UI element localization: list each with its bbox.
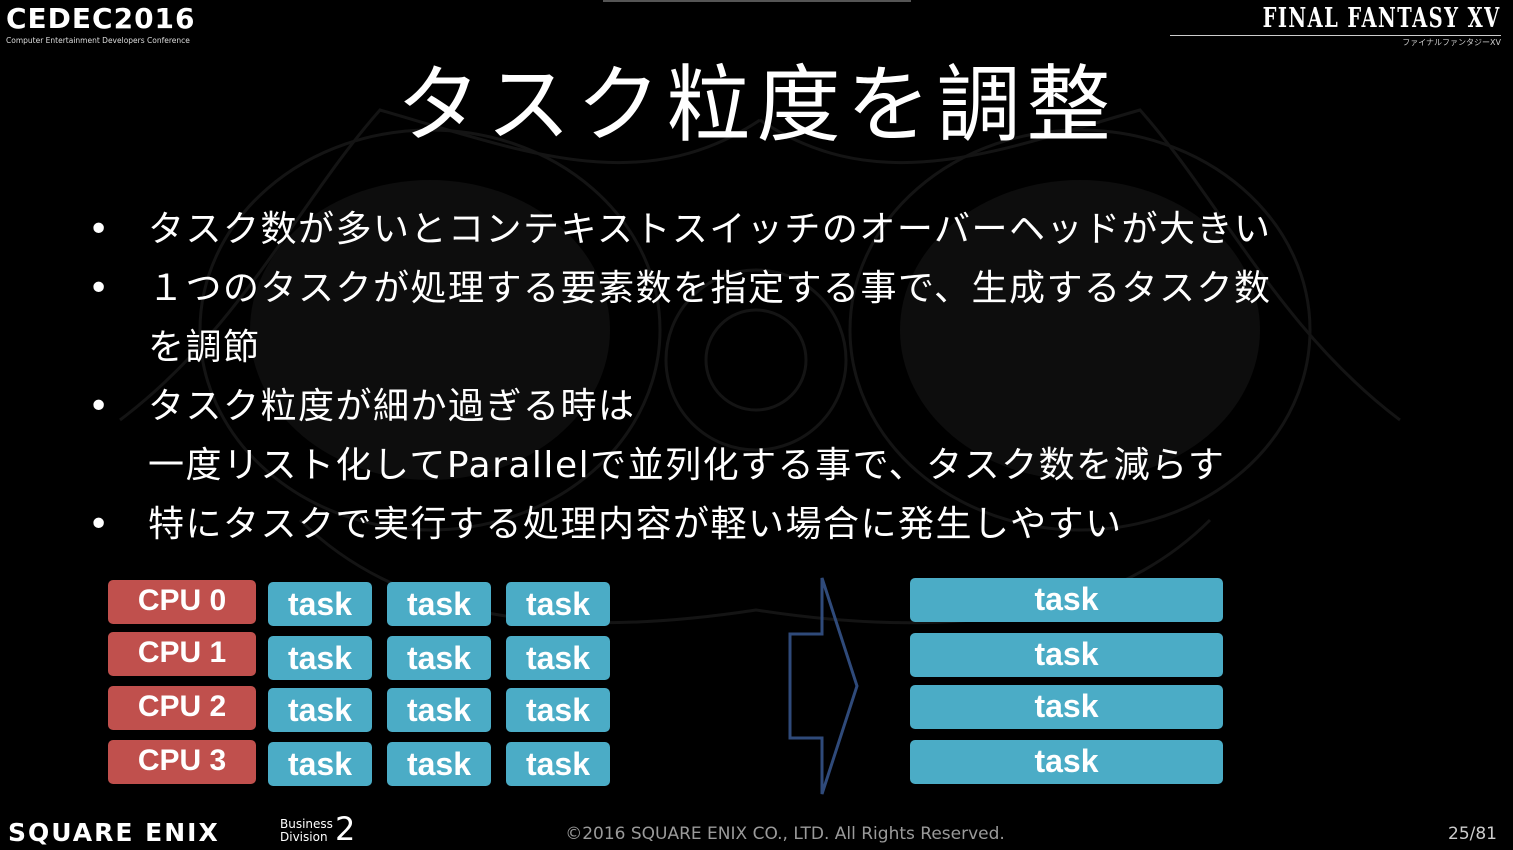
cpu-label-3: CPU 3 <box>108 740 256 784</box>
cedec-tagline: Computer Entertainment Developers Confer… <box>6 36 190 45</box>
bullet-text: タスク数が多いとコンテキストスイッチのオーバーヘッドが大きい <box>148 209 1272 250</box>
business-division-number: 2 <box>335 810 356 848</box>
bullet-item: • タスク粒度が細か過ぎる時は 一度リスト化してParallelで並列化する事で… <box>88 377 1428 495</box>
bullet-item: • タスク数が多いとコンテキストスイッチのオーバーヘッドが大きい <box>88 200 1428 259</box>
cedec-logo-text: CEDEC2016 <box>6 2 196 35</box>
merged-task-box: task <box>910 740 1223 784</box>
ff-logo-rule <box>1170 35 1501 36</box>
task-box: task <box>506 742 610 786</box>
copyright-notice: ©2016 SQUARE ENIX CO., LTD. All Rights R… <box>565 824 1005 844</box>
business-division-text: Business Division <box>280 817 333 844</box>
task-box: task <box>268 688 372 732</box>
business-division-logo: Business Division 2 <box>280 812 375 848</box>
task-box: task <box>506 688 610 732</box>
bullet-list: • タスク数が多いとコンテキストスイッチのオーバーヘッドが大きい • １つのタス… <box>88 200 1428 554</box>
page-number: 25/81 <box>1448 824 1497 844</box>
task-box: task <box>268 582 372 626</box>
task-box: task <box>387 742 491 786</box>
cpu-label-2: CPU 2 <box>108 686 256 730</box>
cedec-logo: CEDEC2016 Computer Entertainment Develop… <box>6 4 196 48</box>
task-box: task <box>268 742 372 786</box>
bullet-text: 特にタスクで実行する処理内容が軽い場合に発生しやすい <box>148 504 1123 545</box>
task-box: task <box>387 582 491 626</box>
bullet-marker: • <box>88 504 111 545</box>
task-box: task <box>387 688 491 732</box>
cpu-label-0: CPU 0 <box>108 580 256 624</box>
bullet-text: １つのタスクが処理する要素数を指定する事で、生成するタスク数 を調節 <box>148 268 1272 368</box>
task-box: task <box>506 636 610 680</box>
ff-logo-text: FINAL FANTASY XV <box>1262 3 1501 34</box>
bullet-item: • 特にタスクで実行する処理内容が軽い場合に発生しやすい <box>88 495 1428 554</box>
merged-task-box: task <box>910 578 1223 622</box>
task-box: task <box>387 636 491 680</box>
square-enix-logo: SQUARE ENIX <box>8 818 220 847</box>
slide-title: タスク粒度を調整 <box>396 56 1117 154</box>
right-arrow-icon <box>788 577 859 795</box>
top-bar <box>603 0 911 2</box>
bullet-marker: • <box>88 268 111 309</box>
ff-logo-subtext: ファイナルファンタジーXV <box>1402 38 1501 47</box>
task-box: task <box>268 636 372 680</box>
bullet-marker: • <box>88 386 111 427</box>
merged-task-box: task <box>910 633 1223 677</box>
merged-task-box: task <box>910 685 1223 729</box>
bullet-marker: • <box>88 209 111 250</box>
bullet-item: • １つのタスクが処理する要素数を指定する事で、生成するタスク数 を調節 <box>88 259 1428 377</box>
bullet-text: タスク粒度が細か過ぎる時は 一度リスト化してParallelで並列化する事で、タ… <box>148 386 1226 486</box>
cpu-label-1: CPU 1 <box>108 632 256 676</box>
task-box: task <box>506 582 610 626</box>
ff-logo: FINAL FANTASY XV ファイナルファンタジーXV <box>1170 4 1501 48</box>
